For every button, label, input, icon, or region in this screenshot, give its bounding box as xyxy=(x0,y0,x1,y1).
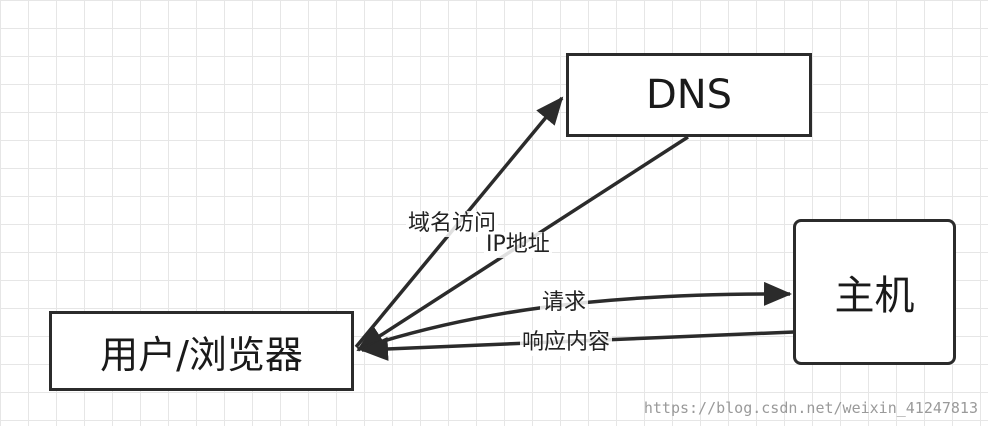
edge-label-request: 请求 xyxy=(540,290,589,316)
edge-label-domain-access: 域名访问 xyxy=(406,211,499,237)
client-node-label: 用户/浏览器 xyxy=(100,332,303,377)
host-node-label: 主机 xyxy=(834,273,915,319)
dns-node: DNS xyxy=(566,53,812,137)
source-watermark: https://blog.csdn.net/weixin_41247813 xyxy=(643,399,978,417)
edge-label-ip-address: IP地址 xyxy=(484,232,552,258)
client-node: 用户/浏览器 xyxy=(49,311,354,391)
dns-node-label: DNS xyxy=(645,72,733,118)
edge-label-response: 响应内容 xyxy=(520,330,613,356)
host-node: 主机 xyxy=(793,219,956,365)
